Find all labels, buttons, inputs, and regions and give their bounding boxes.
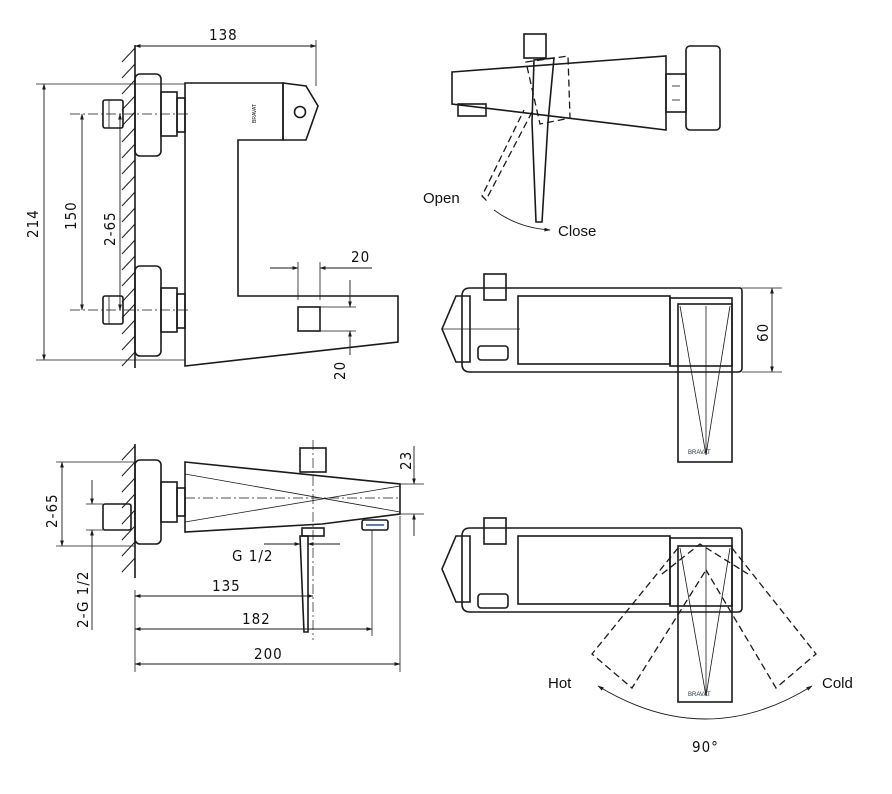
side-elevation-view: BRAVAT 138 214 150 2-65 20 20 bbox=[24, 26, 399, 380]
dim-2g-half: 2-G 1/2 bbox=[74, 571, 92, 628]
hot-cold-view: BRAVAT Hot Cold 90° bbox=[441, 517, 853, 756]
dim-90-angle: 90° bbox=[692, 738, 719, 756]
dim-2-65-front: 2-65 bbox=[43, 493, 61, 528]
label-open: Open bbox=[423, 190, 460, 207]
dim-138: 138 bbox=[209, 26, 238, 44]
top-view: BRAVAT 60 bbox=[441, 273, 782, 463]
mixer-body bbox=[184, 82, 399, 367]
upper-escutcheon bbox=[134, 73, 162, 157]
dim-182: 182 bbox=[242, 610, 271, 628]
label-cold: Cold bbox=[822, 675, 853, 692]
front-elevation-view: 23 2-65 2-G 1/2 G 1/2 135 182 200 bbox=[43, 440, 424, 672]
dim-2-65: 2-65 bbox=[101, 211, 119, 246]
open-close-view: Open Close bbox=[423, 33, 721, 240]
dim-135: 135 bbox=[212, 577, 241, 595]
brand-mark-top: BRAVAT bbox=[688, 450, 711, 456]
dim-200: 200 bbox=[254, 645, 283, 663]
handle-block bbox=[282, 82, 319, 141]
label-close: Close bbox=[558, 223, 596, 240]
dim-60: 60 bbox=[754, 323, 772, 342]
lower-escutcheon bbox=[134, 265, 162, 357]
brand-mark: BRAVAT bbox=[252, 104, 258, 123]
brand-mark-bottom: BRAVAT bbox=[688, 692, 711, 698]
dim-20-top: 20 bbox=[351, 248, 370, 266]
wall-hatch bbox=[121, 47, 136, 367]
label-hot: Hot bbox=[548, 675, 572, 692]
dim-g-half: G 1/2 bbox=[232, 547, 273, 565]
dim-20-side: 20 bbox=[331, 361, 349, 380]
dim-214: 214 bbox=[24, 209, 42, 238]
dim-150: 150 bbox=[62, 201, 80, 230]
dim-23: 23 bbox=[397, 451, 415, 470]
